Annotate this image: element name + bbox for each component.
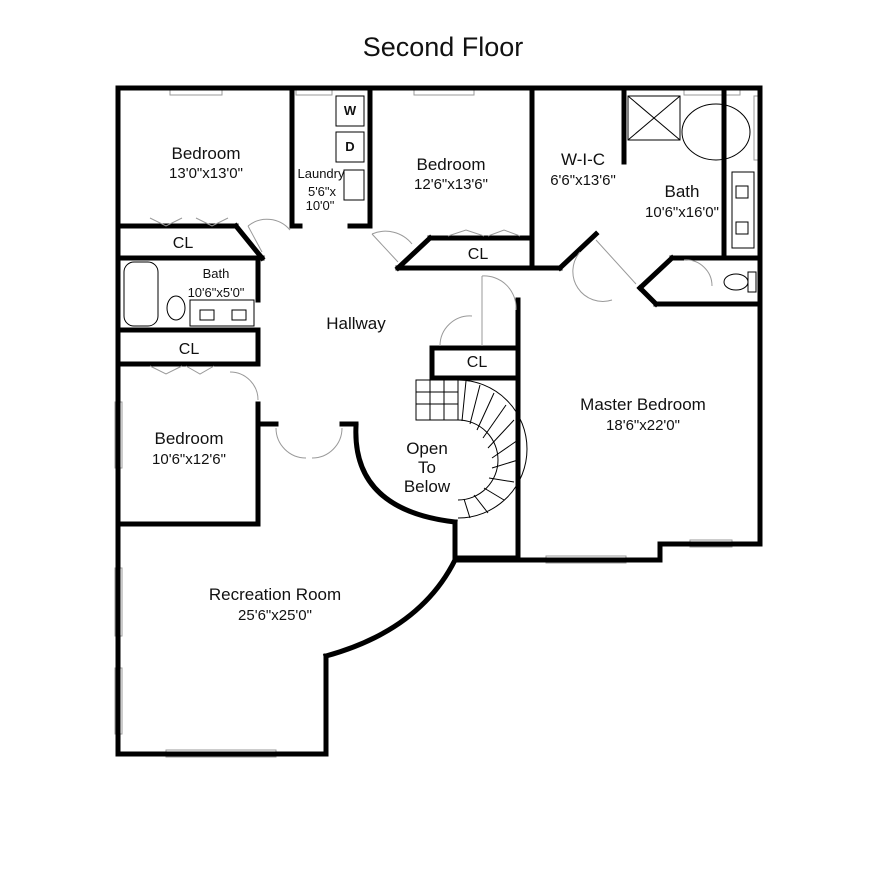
tub-icon xyxy=(681,103,751,161)
laundry-dims-1: 5'6"x xyxy=(307,184,337,199)
dryer-icon xyxy=(335,131,365,163)
doors xyxy=(149,217,713,459)
toilet-icon xyxy=(723,273,749,291)
closet-label: CL xyxy=(466,354,488,371)
dryer-label: D xyxy=(345,139,355,154)
bedroom-w-name: Bedroom xyxy=(154,429,224,448)
closet-label: CL xyxy=(172,235,194,252)
walls xyxy=(115,85,763,757)
vanity-icon xyxy=(731,171,755,249)
bedroom-n-dims: 12'6"x13'6" xyxy=(414,176,488,193)
bedroom-nw-dims: 13'0"x13'0" xyxy=(169,165,243,182)
master-bath-name: Bath xyxy=(664,182,700,201)
vanity-icon xyxy=(189,299,255,327)
hall-bath-dims: 10'6"x5'0" xyxy=(187,285,245,300)
open-below-1: Open xyxy=(406,439,448,458)
master-bedroom-name: Master Bedroom xyxy=(580,395,706,414)
bedroom-w-dims: 10'6"x12'6" xyxy=(152,451,226,468)
master-bath-dims: 10'6"x16'0" xyxy=(645,204,719,221)
washer-label: W xyxy=(343,103,357,118)
recreation-name: Recreation Room xyxy=(208,585,342,604)
closet-label: CL xyxy=(178,341,200,358)
laundry-dims-2: 10'0" xyxy=(305,198,335,213)
bedroom-nw-name: Bedroom xyxy=(171,144,241,163)
master-bedroom-dims: 18'6"x22'0" xyxy=(606,417,680,434)
hallway-name: Hallway xyxy=(326,314,386,333)
open-below-3: Below xyxy=(403,477,451,496)
bathtub-icon xyxy=(123,261,159,327)
hall-bath-name: Bath xyxy=(202,266,230,281)
open-below-2: To xyxy=(418,458,436,477)
recreation-dims: 25'6"x25'0" xyxy=(238,607,312,624)
closet-label: CL xyxy=(467,246,489,263)
washer-icon xyxy=(335,95,365,127)
bedroom-n-name: Bedroom xyxy=(416,155,486,174)
laundry-name: Laundry xyxy=(297,166,345,181)
wic-dims: 6'6"x13'6" xyxy=(550,172,616,189)
page-title: Second Floor xyxy=(362,32,524,62)
toilet-icon xyxy=(166,295,186,321)
wic-name: W-I-C xyxy=(560,150,606,169)
shower-icon xyxy=(627,95,681,141)
fixtures xyxy=(123,95,757,327)
stairs xyxy=(415,379,528,519)
